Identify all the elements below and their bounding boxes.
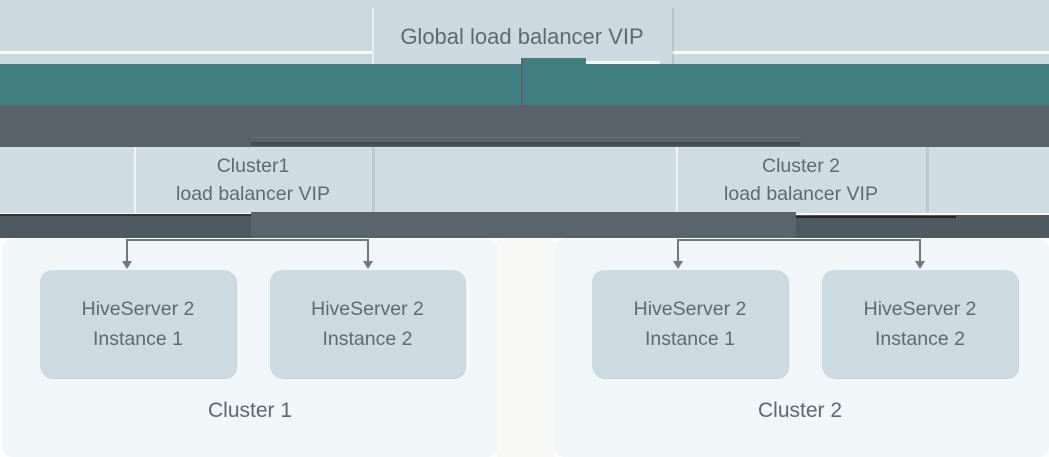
connector-line xyxy=(126,239,128,263)
divider-line xyxy=(0,51,372,54)
teal-network-bar-notch xyxy=(522,58,586,66)
cluster1-instance1-box: HiveServer 2 Instance 1 xyxy=(40,270,236,378)
cluster2-instance1-label-line2: Instance 1 xyxy=(645,328,735,350)
global-load-balancer-vip-box: Global load balancer VIP xyxy=(372,8,672,65)
connector-line xyxy=(677,239,921,241)
cluster2-vip-label-line1: Cluster 2 xyxy=(761,155,841,177)
divider-line xyxy=(672,51,1049,54)
divider-line xyxy=(586,61,660,64)
cluster1-vip-label-line1: Cluster1 xyxy=(216,155,290,177)
connector-line xyxy=(677,239,679,263)
cluster2-caption: Cluster 2 xyxy=(757,399,843,422)
divider-line xyxy=(251,142,800,146)
teal-divider-line xyxy=(521,58,523,105)
arrow-down-icon xyxy=(915,261,925,269)
divider-line xyxy=(0,214,251,216)
cluster2-instance2-label-line1: HiveServer 2 xyxy=(863,298,977,320)
connector-line xyxy=(919,239,921,263)
global-load-balancer-vip-label: Global load balancer VIP xyxy=(400,23,644,49)
panel-gap-strip xyxy=(497,239,555,457)
cluster2-instance2-box: HiveServer 2 Instance 2 xyxy=(822,270,1018,378)
cluster2-vip-box: Cluster 2 load balancer VIP xyxy=(676,147,926,213)
cluster2-instance1-box: HiveServer 2 Instance 1 xyxy=(592,270,788,378)
cluster2-vip-label-line2: load balancer VIP xyxy=(724,183,878,205)
divider-line xyxy=(251,137,801,138)
connector-line xyxy=(367,239,369,263)
cluster1-instance2-box: HiveServer 2 Instance 2 xyxy=(270,270,465,378)
cluster1-vip-label-line2: load balancer VIP xyxy=(176,183,330,205)
teal-network-bar xyxy=(0,64,1049,105)
cluster1-caption: Cluster 1 xyxy=(207,399,293,422)
cluster1-instance2-label-line1: HiveServer 2 xyxy=(311,298,424,320)
cluster1-instance1-label-line1: HiveServer 2 xyxy=(81,298,195,320)
cluster2-instance1-label-line1: HiveServer 2 xyxy=(633,298,747,320)
arrow-down-icon xyxy=(122,261,132,269)
divider-line xyxy=(796,216,956,218)
dark-bar-upper xyxy=(0,105,1049,147)
arrow-down-icon xyxy=(363,261,373,269)
cluster1-instance1-label-line2: Instance 1 xyxy=(93,328,183,350)
cluster2-instance2-label-line2: Instance 2 xyxy=(875,328,965,350)
cluster1-vip-box: Cluster1 load balancer VIP xyxy=(134,147,372,213)
dark-bar-lower-middle xyxy=(251,212,796,238)
arrow-down-icon xyxy=(673,261,683,269)
cluster1-instance2-label-line2: Instance 2 xyxy=(322,328,413,350)
connector-line xyxy=(126,239,369,241)
